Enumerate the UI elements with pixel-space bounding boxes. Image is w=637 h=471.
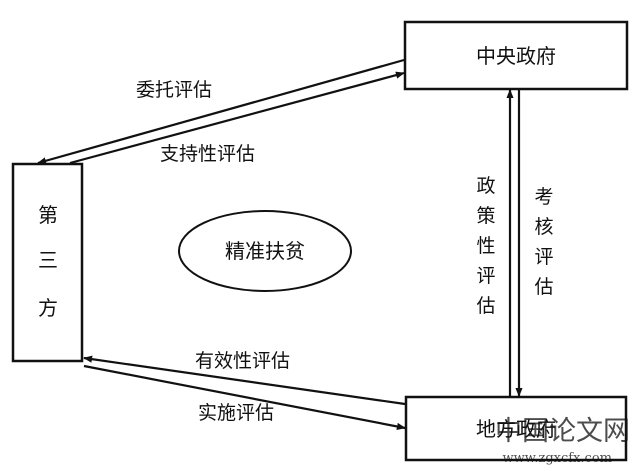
entrust-evaluation-arrow (37, 58, 405, 165)
precision-poverty-node: 精准扶贫 (178, 210, 352, 292)
third-party-char-1: 第 (38, 203, 58, 227)
watermark-title: 中国论文网 (495, 416, 630, 447)
assessment-evaluation-char-2: 核 (534, 216, 553, 238)
central-government-label: 中央政府 (476, 44, 556, 68)
policy-evaluation-char-3: 性 (476, 235, 495, 257)
policy-evaluation-char-4: 评 (476, 265, 495, 287)
effectiveness-evaluation-arrow (83, 355, 406, 406)
implementation-evaluation-arrow (83, 364, 406, 430)
entrust-evaluation-label: 委托评估 (136, 79, 212, 101)
implementation-evaluation-label: 实施评估 (198, 402, 274, 424)
assessment-evaluation-char-4: 估 (534, 276, 553, 298)
assessment-evaluation-char-1: 考 (534, 186, 553, 208)
third-party-char-3: 方 (38, 296, 58, 320)
watermark-url: www.zgxcfx.com (503, 451, 612, 466)
central-government-node: 中央政府 (403, 20, 629, 91)
local-government-node: 地方政府 (404, 395, 628, 462)
third-party-node: 第 三 方 (11, 162, 84, 363)
policy-evaluation-char-1: 政 (476, 175, 495, 197)
policy-evaluation-label: 政 策 性 评 估 (476, 175, 495, 317)
assessment-evaluation-char-3: 评 (534, 246, 553, 268)
watermark: 中国论文网 www.zgxcfx.com (495, 416, 630, 466)
policy-evaluation-char-2: 策 (476, 205, 495, 227)
policy-evaluation-char-5: 估 (476, 295, 495, 317)
precision-poverty-label: 精准扶贫 (225, 239, 305, 263)
local-government-label: 地方政府 (476, 417, 556, 441)
support-evaluation-label: 支持性评估 (160, 143, 255, 165)
support-evaluation-arrow (69, 71, 405, 165)
effectiveness-evaluation-label: 有效性评估 (195, 350, 290, 372)
third-party-char-2: 三 (38, 248, 58, 272)
assessment-evaluation-label: 考 核 评 估 (534, 186, 553, 298)
